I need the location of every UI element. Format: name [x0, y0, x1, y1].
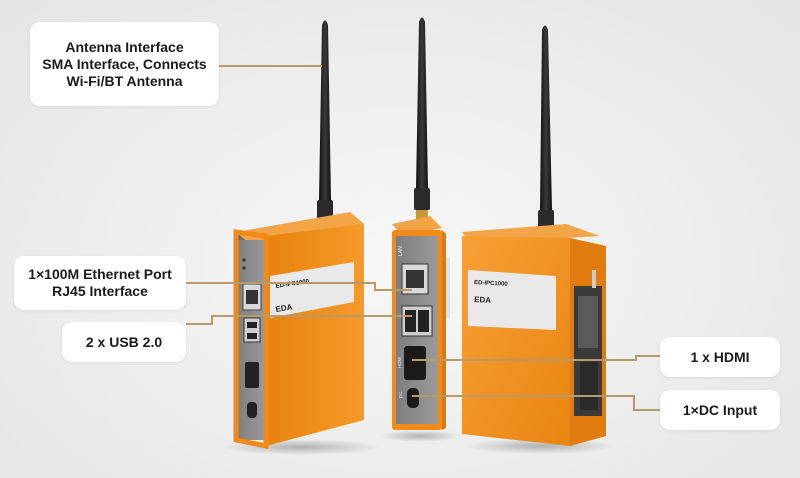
callout-ethernet-line1: 1×100M Ethernet Port	[28, 266, 172, 282]
callout-ethernet: 1×100M Ethernet Port RJ45 Interface	[14, 256, 186, 310]
antenna-icon	[538, 25, 554, 240]
device-right: ED-IPC1000 EDA	[462, 25, 606, 446]
callout-usb-line1: 2 x USB 2.0	[85, 333, 163, 350]
callout-antenna-line2: SMA Interface, Connects	[42, 55, 207, 72]
hdmi-port-icon	[245, 362, 259, 388]
leader-line-usb	[186, 315, 412, 325]
callout-hdmi: 1 x HDMI	[660, 337, 780, 377]
dc-port-icon	[247, 402, 257, 418]
antenna-icon	[414, 17, 430, 220]
middle-lan-text: LAN	[398, 246, 404, 256]
dc-port-icon	[407, 388, 419, 408]
callout-usb: 2 x USB 2.0	[62, 322, 186, 362]
callout-dc-line1: 1×DC Input	[682, 401, 758, 418]
right-brand-text: EDA	[474, 295, 492, 305]
callout-hdmi-line1: 1 x HDMI	[690, 348, 750, 365]
callout-dc: 1×DC Input	[660, 390, 780, 430]
antenna-icon	[317, 20, 333, 234]
device-left: ED-IPC1000 EDA	[233, 20, 364, 450]
device-shadow-middle	[380, 430, 460, 442]
right-model-text: ED-IPC1000	[474, 280, 509, 288]
callout-ethernet-line2: RJ45 Interface	[52, 283, 148, 299]
leader-line-dc	[412, 395, 660, 411]
leader-lines	[186, 65, 660, 411]
callout-antenna: Antenna Interface SMA Interface, Connect…	[30, 22, 219, 106]
left-brand-text: EDA	[275, 302, 293, 314]
middle-dc-text: DC	[398, 391, 403, 398]
hdmi-port-icon	[404, 346, 426, 380]
callout-antenna-line1: Antenna Interface	[65, 38, 184, 55]
callout-antenna-line3: Wi-Fi/BT Antenna	[66, 72, 183, 89]
device-middle: LAN HDMI DC	[392, 17, 450, 430]
leader-line-hdmi	[412, 355, 660, 361]
leader-line-ethernet	[186, 282, 412, 291]
middle-hdmi-text: HDMI	[397, 357, 402, 369]
left-model-text: ED-IPC1000	[275, 279, 310, 290]
